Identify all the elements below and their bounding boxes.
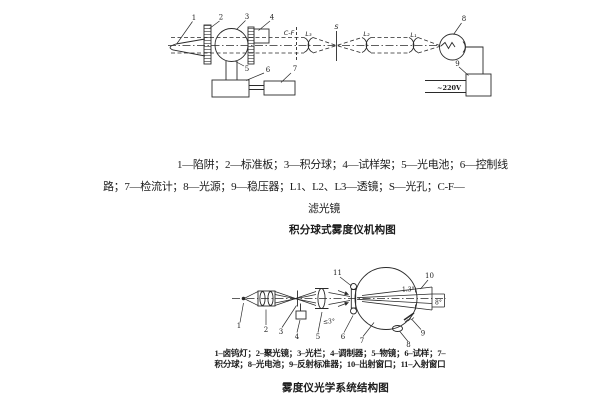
- lens-L1: [408, 37, 419, 53]
- top-leader-lines: [176, 20, 469, 83]
- control-circuit-box: [211, 79, 250, 98]
- box-connector: [249, 85, 264, 90]
- lamp-filament: [440, 41, 456, 50]
- bottom-label-9: 9: [421, 330, 425, 338]
- bottom-label-4: 4: [295, 333, 300, 341]
- top-label-5: 5: [245, 65, 249, 73]
- top-label-L2: L₂: [363, 30, 370, 38]
- exit-cones: [356, 286, 445, 311]
- top-label-S: S: [334, 23, 338, 31]
- lamp-neck: [462, 41, 466, 53]
- bottom-label-11: 11: [333, 269, 342, 277]
- top-diagram-art: [168, 20, 492, 98]
- top-figure-caption: 积分球式雾度仪机构图: [289, 225, 396, 236]
- top-label-4: 4: [270, 14, 275, 22]
- top-label-6: 6: [266, 66, 271, 74]
- photocell-port: [392, 325, 403, 332]
- source-point: [241, 296, 246, 301]
- sample-holder-plate: [247, 26, 255, 65]
- top-legend-line1: 1—陷阱；2—标准板；3—积分球；4—试样架；5—光电池；6—控制线: [177, 159, 508, 171]
- bottom-label-3: 3: [279, 328, 283, 336]
- top-label-L3: L₃: [305, 30, 312, 38]
- modulator-box: [295, 310, 307, 320]
- reflectance-hatch: [404, 317, 415, 323]
- lamp-bulb: [439, 33, 466, 61]
- ray-arrow-lower: [337, 301, 349, 307]
- lens-L2: [361, 37, 372, 53]
- top-legend-line3: 滤光镜: [308, 203, 341, 215]
- bottom-label-1: 1: [237, 322, 241, 330]
- bottom-label-6: 6: [341, 333, 346, 341]
- reflectance-standard: [403, 312, 415, 321]
- top-label-9: 9: [455, 60, 459, 68]
- bottom-angle-inner: 1.3°: [402, 287, 415, 294]
- bottom-leader-lines: [239, 276, 429, 342]
- bottom-label-5: 5: [316, 333, 320, 341]
- ray-lines: [243, 291, 351, 306]
- photocell-stem: [225, 61, 238, 80]
- sample-roller-top: [350, 283, 357, 290]
- top-label-8: 8: [462, 15, 466, 23]
- sphere: [354, 267, 418, 330]
- objective-lens: [317, 288, 326, 309]
- sample-holder-box: [253, 28, 270, 44]
- ray-arrow-upper: [337, 290, 349, 296]
- bottom-label-2: 2: [264, 326, 268, 334]
- bottom-figure-caption: 雾度仪光学系统结构图: [282, 383, 389, 394]
- bottom-legend-line1: 1–卤钨灯；2–聚光镜；3–光栏；4–调制器；5–物镜；6–试样；7–: [214, 348, 446, 358]
- top-label-2: 2: [219, 14, 223, 22]
- sample-roller-bottom: [350, 307, 357, 315]
- light-trap: [169, 38, 206, 57]
- top-label-1: 1: [192, 14, 196, 22]
- bottom-angle-max: ≤3°: [323, 319, 335, 326]
- condenser-lens-a: [259, 291, 266, 306]
- integrating-sphere: [214, 28, 249, 62]
- supply-lines: [425, 80, 466, 93]
- standard-plate: [203, 24, 212, 65]
- bottom-angle-outer: 8°: [435, 300, 442, 307]
- top-label-cf: C-F: [284, 29, 295, 37]
- lens-L3: [303, 37, 314, 53]
- galvanometer-box: [263, 80, 296, 96]
- bottom-diagram-art: [232, 267, 446, 342]
- top-label-L1: L₁: [410, 31, 417, 39]
- condenser-lens-b: [267, 291, 274, 306]
- top-label-7: 7: [293, 65, 297, 73]
- beam-rays: [171, 37, 442, 54]
- top-legend-line2: 路；7—检流计；8—光源；9—稳压器；L1、L2、L3—透镜；S—光孔；C-F—: [103, 181, 465, 193]
- condenser-housing: [257, 290, 276, 307]
- bottom-legend-line2: 积分球；8–光电池；9–反射标准器；10–出射窗口；11–入射窗口: [214, 359, 446, 369]
- bottom-label-7: 7: [360, 337, 364, 345]
- bottom-label-8: 8: [406, 341, 410, 349]
- top-label-3: 3: [245, 13, 249, 21]
- sample-plate: [350, 289, 357, 309]
- top-label-voltage: ~220V: [437, 84, 462, 92]
- lamp-wire: [465, 46, 484, 74]
- stabilizer-box: [465, 73, 492, 97]
- bottom-label-10: 10: [425, 272, 434, 280]
